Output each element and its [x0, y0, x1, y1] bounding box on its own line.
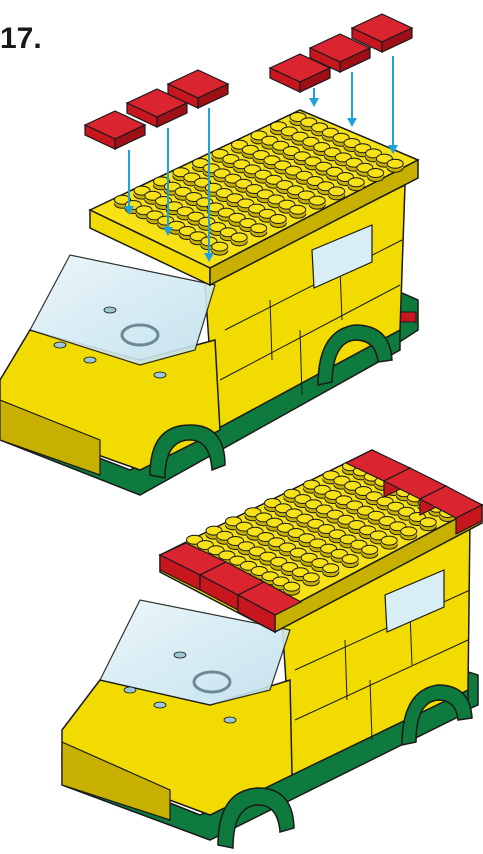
red-1x2-tile-icon [166, 69, 230, 109]
van-after-red-tiles [158, 449, 483, 634]
step-number: 17. [0, 22, 42, 55]
stud [313, 142, 331, 156]
van-before-windshield [29, 254, 216, 366]
stud [283, 581, 301, 596]
down-arrow-icon [388, 56, 398, 154]
down-arrow-icon [204, 108, 214, 262]
stud [361, 544, 379, 559]
stud [302, 572, 320, 587]
van-before-roof-studs [114, 112, 404, 256]
stud [357, 505, 374, 520]
red-1x2-tile-icon [350, 13, 414, 53]
stud [217, 207, 235, 222]
van-before-red-tail [399, 311, 417, 323]
red-1x2-tile-icon [308, 33, 372, 73]
stud [289, 204, 307, 219]
van-before-front-wheel-arch [149, 424, 226, 479]
van-before-side-window [311, 224, 373, 289]
van-after-front [61, 741, 171, 821]
van-before-front [0, 399, 101, 476]
van-after-rear-wheel-arch [401, 684, 473, 746]
red-1x2-tile-icon [236, 581, 303, 634]
van-before-base [0, 328, 401, 496]
stud [367, 168, 385, 182]
stud [308, 195, 326, 210]
stud [250, 223, 268, 238]
van-before-roof-edge-right [209, 158, 419, 287]
stud [419, 517, 437, 532]
stud [380, 535, 398, 550]
red-1x2-tile-icon [268, 53, 332, 93]
stud [230, 232, 248, 247]
stud [211, 241, 229, 256]
stud [322, 563, 340, 578]
van-before [0, 109, 420, 496]
down-arrow-icon [347, 72, 357, 127]
red-1x2-tile-icon [418, 485, 483, 535]
stud [267, 194, 285, 209]
van-after-steering-wheel [192, 670, 232, 694]
van-after-windshield [99, 599, 291, 706]
van-after-side-window [384, 569, 445, 633]
stud [246, 526, 264, 541]
stud [269, 214, 287, 228]
van-before-steering-wheel [120, 323, 160, 347]
floating-tiles [83, 13, 414, 262]
stud [328, 186, 346, 201]
van-after-front-wheel-arch [217, 787, 295, 849]
stud [231, 139, 248, 154]
stud [400, 526, 418, 541]
van-after [61, 449, 483, 849]
van-before-rear-wheel-arch [317, 324, 393, 386]
red-1x2-tile-icon [83, 110, 147, 150]
down-arrow-icon [163, 128, 173, 236]
down-arrow-icon [309, 88, 319, 107]
stud [235, 178, 253, 193]
stud [341, 554, 359, 568]
stud [347, 177, 365, 192]
stud [386, 158, 404, 173]
stud [293, 151, 311, 166]
down-arrow-icon [124, 150, 134, 215]
stud [339, 534, 357, 549]
